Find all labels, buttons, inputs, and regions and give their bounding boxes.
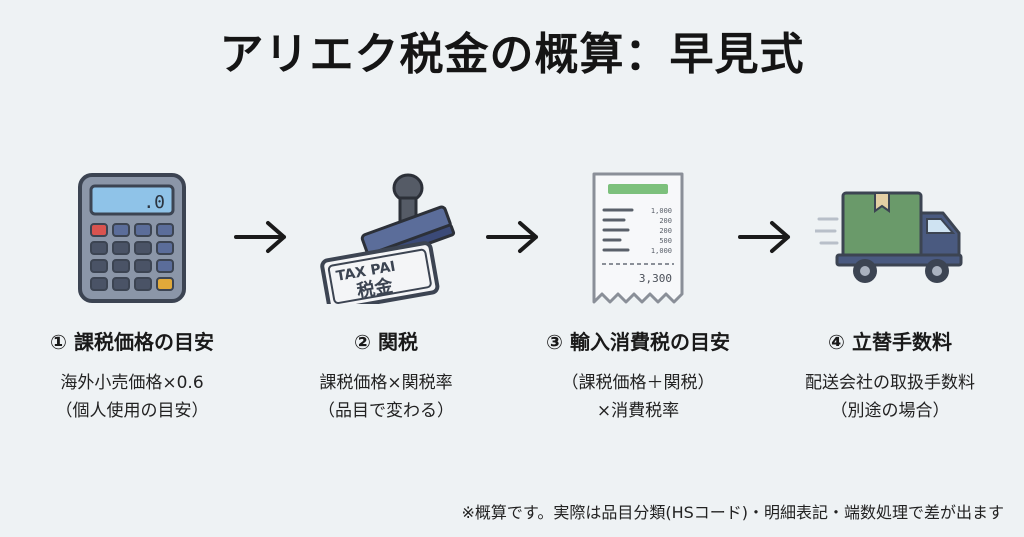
desc-line: 配送会社の取扱手数料: [805, 373, 975, 393]
right-arrow-icon: [484, 215, 542, 263]
receipt-icon: 1,000 200 200 500 1,000 3,300: [518, 168, 758, 308]
step-customs-duty: TAX PAI 税金 ② 関税 課税価格×関税率 （品目で変わる）: [266, 168, 506, 425]
desc-line: （品目で変わる）: [318, 401, 454, 421]
footnote: ※概算です。実際は品目分類(HSコード)・明細表記・端数処理で差が出ます: [461, 503, 1004, 522]
right-arrow-icon: [736, 215, 794, 263]
step-heading: ① 課税価格の目安: [50, 330, 214, 354]
step-heading: ④ 立替手数料: [828, 330, 952, 354]
receipt-value: 500: [659, 237, 672, 245]
step-description: 課税価格×関税率 （品目で変わる）: [266, 369, 506, 425]
step-description: （課税価格＋関税） ×消費税率: [518, 369, 758, 425]
step-heading: ③ 輸入消費税の目安: [546, 330, 730, 354]
desc-line: （課税価格＋関税）: [561, 373, 715, 393]
desc-line: （個人使用の目安）: [55, 401, 209, 421]
desc-line: ×消費税率: [596, 401, 680, 421]
tax-paid-stamp-icon: TAX PAI 税金: [266, 168, 506, 308]
step-handling-fee: ④ 立替手数料 配送会社の取扱手数料 （別途の場合）: [770, 168, 1010, 425]
calculator-icon: .0: [12, 168, 252, 308]
page-title: アリエク税金の概算：早見式: [219, 29, 805, 80]
receipt-value: 200: [659, 227, 672, 235]
receipt-value: 200: [659, 217, 672, 225]
delivery-truck-icon: [770, 168, 1010, 308]
receipt-value: 1,000: [651, 247, 672, 255]
receipt-value: 1,000: [651, 207, 672, 215]
receipt-total: 3,300: [639, 272, 672, 285]
step-description: 海外小売価格×0.6 （個人使用の目安）: [12, 369, 252, 425]
desc-line: （別途の場合）: [830, 401, 950, 421]
step-description: 配送会社の取扱手数料 （別途の場合）: [770, 369, 1010, 425]
step-heading: ② 関税: [354, 330, 418, 354]
step-import-consumption-tax: 1,000 200 200 500 1,000 3,300 ③ 輸入消費税の目安…: [518, 168, 758, 425]
calculator-display: .0: [143, 192, 165, 213]
step-taxable-price: .0 ① 課税価格の目安 海外小売価格×0.6: [12, 168, 252, 425]
desc-line: 海外小売価格×0.6: [60, 373, 204, 393]
right-arrow-icon: [232, 215, 290, 263]
desc-line: 課税価格×関税率: [319, 373, 453, 393]
